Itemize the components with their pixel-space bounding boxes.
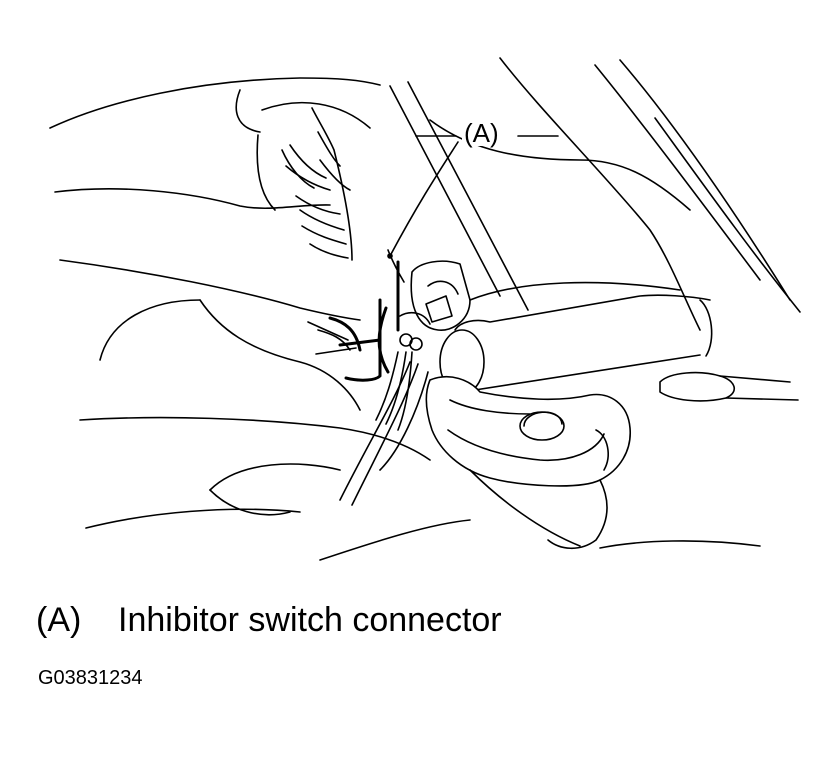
hose-corrugations <box>281 131 351 259</box>
legend: (A) Inhibitor switch connector <box>36 603 502 637</box>
legend-text: Inhibitor switch connector <box>118 601 502 639</box>
legend-key: (A) <box>36 601 82 639</box>
figure-id: G03831234 <box>38 667 143 689</box>
callout-a-label: (A) <box>462 118 501 148</box>
connector-illustration <box>49 57 801 561</box>
